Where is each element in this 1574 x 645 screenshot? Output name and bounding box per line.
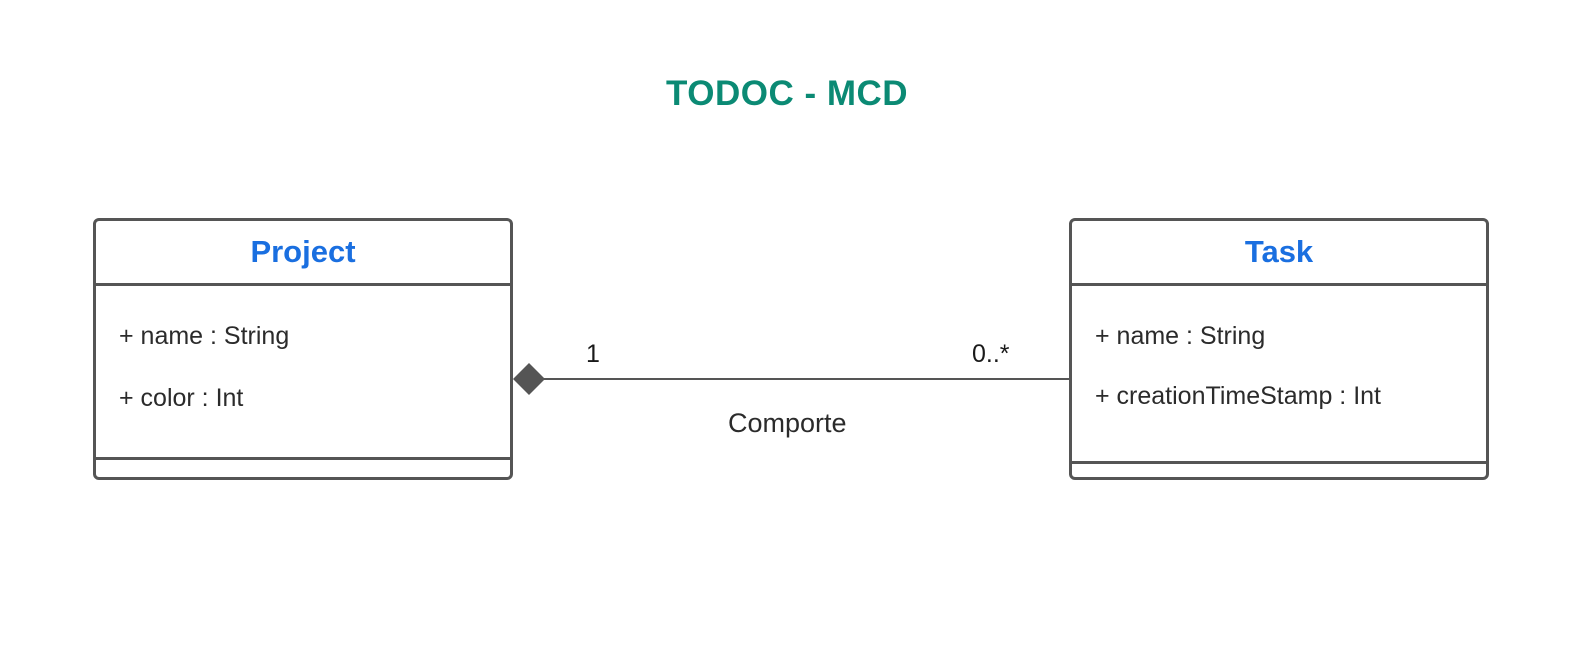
attribute: + creationTimeStamp : Int [1095, 382, 1381, 410]
attribute: + name : String [1095, 322, 1266, 350]
source-multiplicity: 1 [586, 340, 600, 368]
methods-divider [1072, 461, 1486, 464]
association-name: Comporte [728, 408, 847, 438]
attribute: + color : Int [119, 384, 244, 412]
target-multiplicity: 0..* [972, 340, 1010, 368]
class-task[interactable]: Task + name : String + creationTimeStamp… [1069, 218, 1489, 480]
diagram-title: TODOC - MCD [665, 74, 909, 113]
class-project[interactable]: Project + name : String + color : Int [93, 218, 513, 480]
attribute: + name : String [119, 322, 290, 350]
class-name: Project [96, 221, 510, 286]
composition-diamond-icon [513, 363, 545, 395]
methods-divider [96, 457, 510, 460]
class-name: Task [1072, 221, 1486, 286]
